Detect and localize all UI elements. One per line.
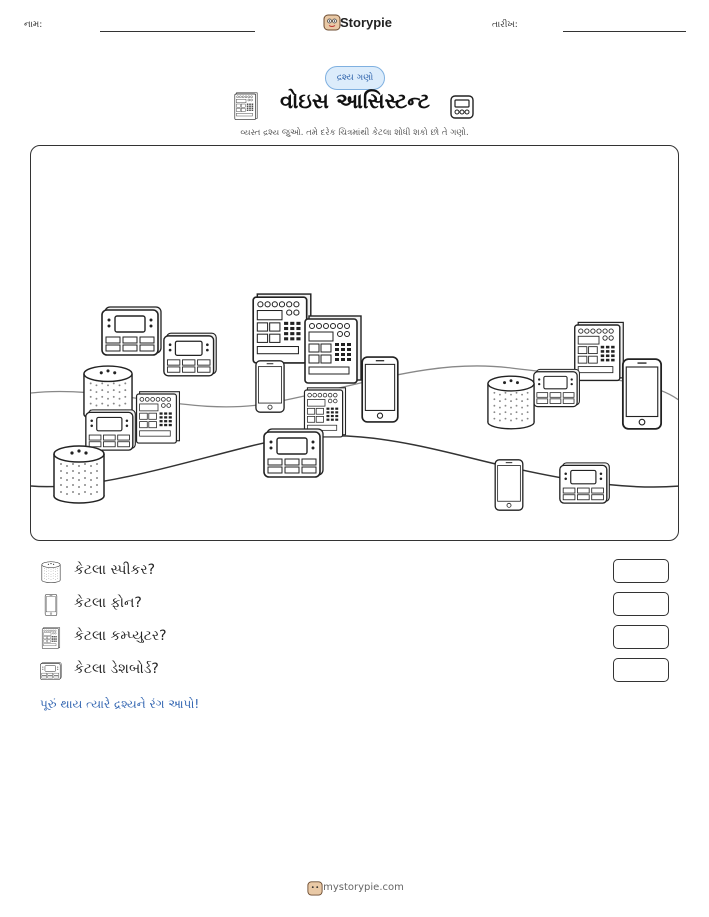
brand-name: Storypie — [340, 15, 393, 30]
computer-item — [574, 321, 624, 382]
question-phones: કેટલા ફોન? — [74, 595, 142, 611]
storypie-logo-icon — [323, 13, 341, 31]
dashboard-icon — [449, 94, 475, 120]
computer-item — [135, 391, 181, 444]
question-speakers: કેટલા સ્પીકર? — [74, 562, 156, 578]
phone-item — [255, 360, 285, 413]
phone-item — [361, 356, 399, 423]
count-scene — [30, 145, 679, 541]
speaker-item — [53, 445, 105, 504]
activity-badge: દ્રશ્ય ગણો — [325, 66, 385, 90]
dashboard-icon — [40, 660, 62, 682]
footer-url[interactable]: mystorypie.com — [323, 882, 404, 893]
computer-icon — [234, 92, 258, 120]
instructions: વ્યસ્ત દ્રશ્ય જુઓ. તમે દરેક ચિત્રમાંથી ક… — [240, 128, 469, 138]
computer-item — [252, 293, 312, 364]
dashboard-item — [163, 332, 217, 377]
name-label: નામ: — [24, 20, 43, 30]
question-computers: કેટલા કમ્પ્યુટર? — [74, 628, 167, 644]
storypie-footer-logo-icon — [307, 880, 323, 896]
dashboard-item — [263, 428, 324, 478]
speakers-answer-box[interactable] — [613, 559, 669, 583]
phones-answer-box[interactable] — [613, 592, 669, 616]
speaker-item — [487, 375, 535, 430]
dashboard-item — [85, 409, 137, 451]
phone-item — [621, 358, 663, 430]
page-title: વોઇસ આસિસ્ટન્ટ — [280, 89, 430, 113]
coloring-instruction: પૂરું થાય ત્યારે દ્રશ્યને રંગ આપો! — [40, 697, 200, 711]
dashboard-item — [533, 368, 581, 408]
phone-icon — [40, 594, 62, 616]
name-line[interactable] — [100, 31, 255, 32]
dashboard-item — [101, 306, 162, 356]
question-dashboards: કેટલા ડેશબોર્ડ? — [74, 661, 159, 677]
dashboard-item — [559, 462, 610, 504]
speaker-icon — [40, 561, 62, 583]
phone-item — [494, 459, 524, 511]
date-line[interactable] — [563, 31, 686, 32]
date-label: તારીખ: — [492, 20, 518, 30]
computer-item — [304, 315, 362, 384]
dashboards-answer-box[interactable] — [613, 658, 669, 682]
computers-answer-box[interactable] — [613, 625, 669, 649]
computer-icon — [40, 627, 62, 649]
